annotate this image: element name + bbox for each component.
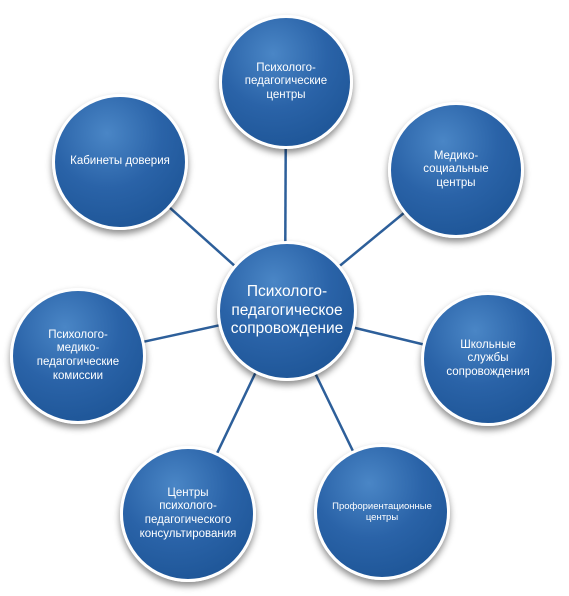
node-career-guidance-centers: Профориентационные центры	[314, 444, 450, 580]
node-label: Медико- социальные центры	[423, 149, 489, 189]
node-label: Психолого- педагогические центры	[244, 61, 328, 101]
node-trust-offices: Кабинеты доверия	[52, 94, 188, 230]
node-label: Школьные службы сопровождения	[446, 338, 530, 378]
center-label: Психолого- педагогическое сопровождение	[230, 283, 344, 338]
node-label: Центры психолого- педагогического консул…	[139, 486, 237, 540]
node-consulting-centers: Центры психолого- педагогического консул…	[120, 446, 256, 582]
node-psychological-pedagogical-centers: Психолого- педагогические центры	[219, 15, 353, 149]
node-label: Кабинеты доверия	[70, 155, 170, 168]
node-medical-social-centers: Медико- социальные центры	[388, 102, 524, 238]
node-label: Профориентационные центры	[332, 500, 432, 523]
node-school-support-services: Школьные службы сопровождения	[421, 292, 555, 426]
node-center-psychological-support: Психолого- педагогическое сопровождение	[217, 241, 357, 381]
node-label: Психолого- медико- педагогические комисс…	[36, 328, 120, 382]
node-pmp-commissions: Психолого- медико- педагогические комисс…	[10, 288, 146, 424]
